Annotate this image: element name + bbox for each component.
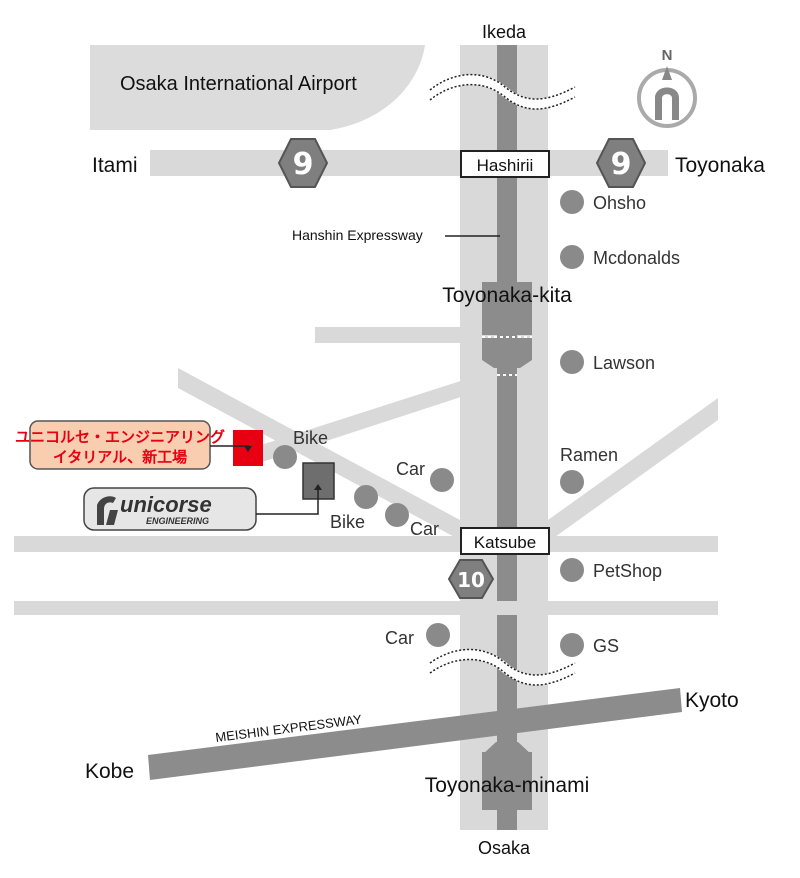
svg-text:10: 10	[457, 568, 485, 592]
svg-text:Car: Car	[410, 519, 439, 539]
katsube-intersection: Katsube	[460, 527, 550, 555]
poi-gs: GS	[560, 633, 619, 657]
svg-text:9: 9	[611, 147, 632, 182]
poi-car-1: Car	[396, 459, 454, 492]
svg-text:イタリアル、新工場: イタリアル、新工場	[53, 448, 187, 466]
diagonal-road-sw	[178, 368, 460, 540]
city-itami: Itami	[92, 154, 138, 177]
break-mark-top	[426, 73, 578, 110]
svg-text:Car: Car	[396, 459, 425, 479]
route-9-shield-left: 9	[277, 138, 329, 188]
svg-text:unicorse: unicorse	[120, 492, 212, 517]
meishin-expressway	[148, 688, 682, 780]
lower-road	[14, 601, 718, 615]
poi-car-3: Car	[385, 623, 450, 648]
poi-ohsho: Ohsho	[560, 190, 646, 214]
toyonaka-kita-label: Toyonaka-kita	[442, 284, 572, 307]
poi-bike-1: Bike	[273, 428, 328, 469]
airport-label: Osaka International Airport	[120, 73, 357, 95]
svg-text:Lawson: Lawson	[593, 353, 655, 373]
toyonaka-kita-interchange	[482, 282, 532, 376]
poi-petshop: PetShop	[560, 558, 662, 582]
toyonaka-minami-label: Toyonaka-minami	[425, 774, 590, 797]
svg-text:Bike: Bike	[293, 428, 328, 448]
svg-text:ユニコルセ・エンジニアリング: ユニコルセ・エンジニアリング	[15, 428, 225, 446]
city-osaka: Osaka	[478, 838, 531, 858]
svg-text:Katsube: Katsube	[474, 533, 536, 552]
route-9-road	[150, 150, 668, 176]
city-kyoto: Kyoto	[685, 689, 739, 712]
hashirii-intersection: Hashirii	[460, 150, 550, 178]
svg-text:Hashirii: Hashirii	[477, 156, 534, 175]
city-kobe: Kobe	[85, 760, 134, 783]
toyonaka-minami-interchange	[482, 742, 532, 810]
poi-bike-2: Bike	[330, 485, 378, 532]
svg-text:PetShop: PetShop	[593, 561, 662, 581]
svg-text:Bike: Bike	[330, 512, 365, 532]
unicorse-horse-icon	[97, 496, 118, 525]
unicorse-logo-callout: unicorse ENGINEERING	[83, 487, 257, 531]
svg-text:9: 9	[293, 147, 314, 182]
poi-mcdonalds: Mcdonalds	[560, 245, 680, 269]
new-factory-leader	[210, 445, 252, 452]
break-mark-bottom	[427, 648, 578, 686]
poi-ramen: Ramen	[560, 445, 618, 494]
poi-lawson: Lawson	[560, 350, 655, 374]
svg-text:Ohsho: Ohsho	[593, 193, 646, 213]
svg-text:Car: Car	[385, 628, 414, 648]
existing-factory-leader	[256, 484, 322, 515]
city-toyonaka: Toyonaka	[675, 154, 765, 177]
katsube-road	[14, 536, 718, 552]
diagonal-road-upper	[315, 327, 460, 343]
route-9-shield-right: 9	[595, 138, 647, 188]
svg-text:Mcdonalds: Mcdonalds	[593, 248, 680, 268]
svg-text:Ramen: Ramen	[560, 445, 618, 465]
hanshin-expressway-line	[497, 45, 517, 830]
svg-text:ENGINEERING: ENGINEERING	[146, 516, 209, 526]
city-ikeda: Ikeda	[482, 22, 527, 42]
svg-text:GS: GS	[593, 636, 619, 656]
poi-car-2: Car	[385, 503, 439, 539]
route-10-shield: 10	[447, 559, 495, 599]
hanshin-expressway-label-group: Hanshin Expressway	[292, 227, 500, 243]
airport-area	[90, 45, 425, 130]
diagonal-road-nw	[258, 378, 470, 462]
svg-text:Hanshin Expressway: Hanshin Expressway	[292, 227, 423, 243]
diagonal-road-ne	[548, 398, 718, 542]
new-factory-callout: ユニコルセ・エンジニアリング イタリアル、新工場	[15, 420, 225, 470]
compass-north-icon: N	[637, 47, 697, 128]
svg-text:N: N	[662, 47, 673, 64]
